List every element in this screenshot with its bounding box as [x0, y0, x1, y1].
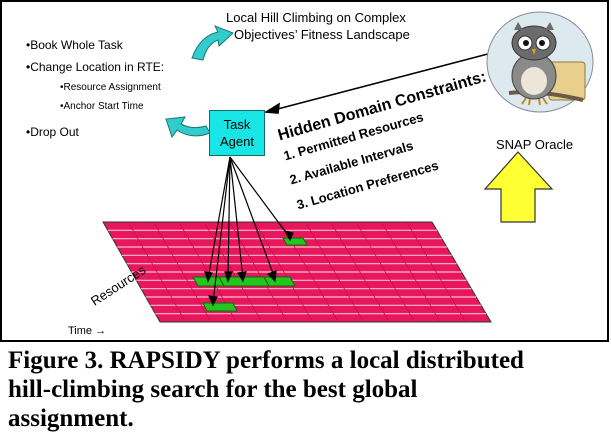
grid-col-line — [381, 221, 441, 323]
assignment-cell — [263, 276, 296, 287]
curved-arrow-left-icon — [165, 116, 211, 139]
header-title-line1: Local Hill Climbing on Complex — [226, 10, 406, 25]
bullet-change-location: •Change Location in RTE: — [26, 60, 165, 74]
bullet-resource-assignment: •Resource Assignment — [60, 82, 161, 93]
grid-col-line — [254, 221, 314, 323]
grid-col-line — [355, 221, 415, 323]
time-axis-label: Time → — [68, 325, 107, 337]
figure-caption: Figure 3. RAPSIDY performs a local distr… — [8, 346, 603, 433]
task-agent-box: Task Agent — [209, 110, 265, 156]
grid-lines — [107, 221, 487, 323]
task-agent-label-line2: Agent — [220, 134, 254, 149]
agent-arrows — [204, 156, 294, 307]
grid-col-line — [330, 221, 390, 323]
oracle-label: SNAP Oracle — [496, 137, 574, 152]
curved-arrow-up-icon — [191, 25, 234, 61]
caption-line3: assignment. — [8, 405, 134, 432]
header-title-line2: Objectives’ Fitness Landscape — [234, 27, 410, 42]
bullet-drop-out: •Drop Out — [26, 125, 79, 139]
caption-line2: hill-climbing search for the best global — [8, 376, 418, 403]
task-agent-label-line1: Task — [223, 117, 251, 132]
grid-col-line — [406, 221, 466, 323]
bullet-book-whole-task: •Book Whole Task — [26, 38, 123, 52]
grid-col-line — [127, 221, 186, 323]
grid-col-line — [153, 221, 212, 323]
bullet-anchor-start-time: •Anchor Start Time — [60, 101, 144, 112]
caption-line1: Figure 3. RAPSIDY performs a local distr… — [8, 347, 524, 374]
grid-col-line — [203, 221, 263, 323]
assignment-cell — [282, 237, 308, 246]
assignment-cell — [202, 302, 238, 312]
owl-oracle-icon — [486, 11, 594, 113]
grid-col-line — [305, 221, 365, 323]
